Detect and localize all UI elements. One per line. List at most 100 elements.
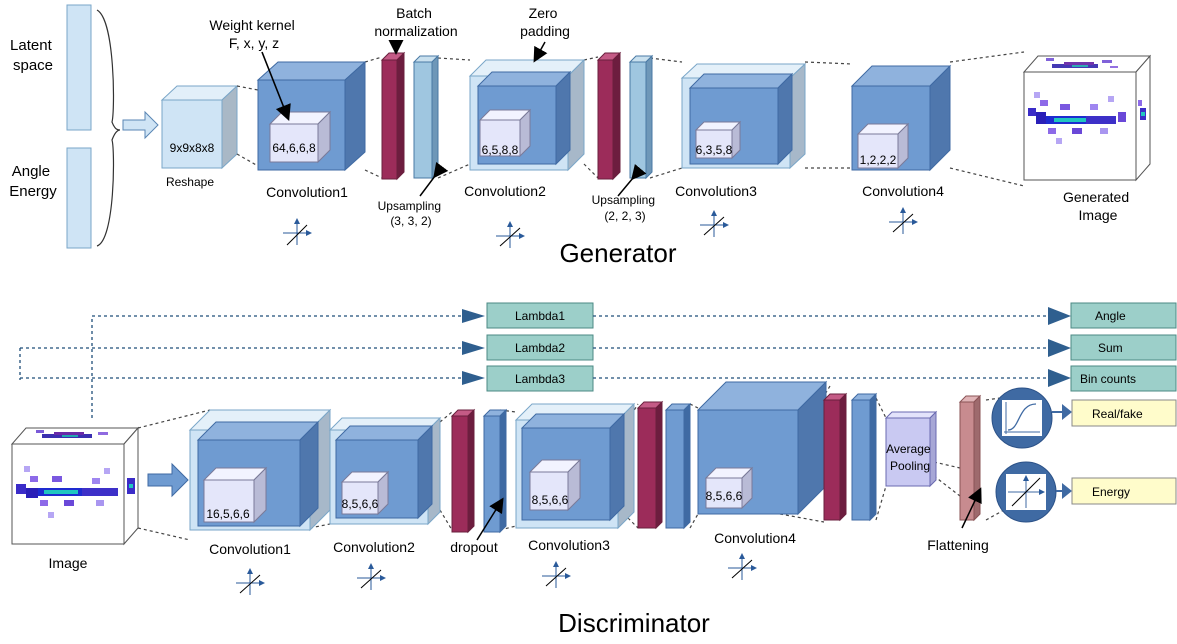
- gen-upsample-1: [412, 54, 440, 180]
- gen-conv2-label: Convolution2: [464, 183, 546, 199]
- energy-output-box: [1071, 477, 1177, 505]
- bincounts-output-label: Bin counts: [1080, 372, 1136, 386]
- disc-connector-5: [627, 403, 639, 529]
- batch-norm-label: Batch normalization: [374, 5, 457, 39]
- disc-conv1-cube: 16,5,6,6: [188, 408, 332, 532]
- energy-output-label: Energy: [1092, 485, 1130, 499]
- gen-conv3-label: Convolution3: [675, 183, 757, 199]
- weight-kernel-arrow: [261, 51, 291, 121]
- gen-axis-icon-2: [496, 221, 525, 248]
- disc-dropout-2: [664, 402, 692, 530]
- generator-section: Latent space Angle Energy 9x9x8x8 Reshap…: [9, 4, 1152, 268]
- sum-arrowhead: [1048, 339, 1071, 357]
- latent-space-label: Latent space: [10, 37, 56, 74]
- gen-conv4-kernel: 1,2,2,2: [860, 153, 897, 167]
- latent-space-bar: [66, 4, 92, 131]
- average-pooling-label: Average Pooling: [886, 442, 934, 473]
- disc-conv3-label: Convolution3: [528, 537, 610, 553]
- gen-batchnorm-2: [596, 51, 622, 181]
- disc-conv4-label: Convolution4: [714, 530, 796, 546]
- gen-axis-icon-3: [700, 210, 729, 237]
- angle-energy-bar: [66, 147, 92, 249]
- disc-axis-icon-1: [236, 568, 265, 595]
- upsample-2-label: Upsampling (2, 2, 3): [592, 193, 659, 223]
- lambda3-box: [486, 365, 594, 392]
- angle-energy-label: Angle Energy: [9, 163, 57, 200]
- generator-title: Generator: [559, 238, 676, 268]
- disc-axis-icon-2: [357, 563, 386, 590]
- disc-dropout-3: [850, 392, 878, 522]
- gen-connector-5: [649, 57, 683, 179]
- disc-conv3-kernel: 8,5,6,6: [532, 493, 569, 507]
- disc-connector-3: [439, 411, 453, 531]
- gen-conv4-label: Convolution4: [862, 183, 944, 199]
- reshape-arrow: [122, 110, 159, 140]
- lambda3-arrowhead: [462, 371, 485, 385]
- upsample-2-arrow: [617, 163, 647, 197]
- lambda1-arrowhead: [462, 309, 485, 323]
- disc-batchnorm-3: [822, 392, 848, 522]
- gen-conv3-kernel: 6,3,5,8: [696, 143, 733, 157]
- discriminator-title: Discriminator: [558, 608, 710, 638]
- gen-conv1-cube: 64,6,6,8: [256, 60, 367, 172]
- bincounts-output-box: [1070, 365, 1177, 392]
- disc-connector-9: [933, 461, 961, 497]
- disc-conv1-kernel: 16,5,6,6: [206, 507, 250, 521]
- gen-axis-icon-1: [283, 218, 312, 246]
- lambda1-line-in: [91, 315, 462, 418]
- disc-conv2-cube: 8,5,6,6: [328, 416, 442, 526]
- energy-arrowhead: [1062, 483, 1072, 499]
- angle-output-box: [1070, 302, 1177, 329]
- disc-axis-icon-3: [542, 561, 571, 588]
- disc-connector-1: [137, 409, 211, 541]
- lambda2-label: Lambda2: [515, 341, 565, 355]
- gen-conv1-kernel: 64,6,6,8: [272, 141, 316, 155]
- disc-axis-icon-4: [728, 553, 757, 580]
- lambda2-box: [486, 334, 594, 361]
- realfake-arrowhead: [1062, 404, 1072, 420]
- sigmoid-circle: [991, 387, 1053, 449]
- disc-conv2-label: Convolution2: [333, 539, 415, 555]
- average-pooling-box: [884, 410, 938, 488]
- disc-connector-6: [689, 403, 699, 529]
- gen-conv4-cube: 1,2,2,2: [850, 64, 952, 172]
- angle-arrowhead: [1048, 307, 1071, 325]
- dropout-label: dropout: [450, 539, 498, 555]
- disc-conv4-kernel: 8,5,6,6: [706, 489, 743, 503]
- flattening-label: Flattening: [927, 537, 988, 553]
- realfake-output-label: Real/fake: [1092, 407, 1143, 421]
- gen-connector-6: [804, 61, 853, 169]
- discriminator-section: Lambda1 Lambda2 Lambda3 Angle Sum Bin co…: [10, 302, 1177, 638]
- gen-conv1-label: Convolution1: [266, 184, 348, 200]
- lambda3-label: Lambda3: [515, 372, 565, 386]
- linear-circle: [995, 461, 1057, 523]
- realfake-output-box: [1071, 399, 1177, 427]
- disc-connector-7: [779, 385, 831, 523]
- dropout-arrow: [476, 497, 504, 541]
- generated-image-label: Generated Image: [1063, 189, 1133, 223]
- angle-output-label: Angle: [1095, 309, 1126, 323]
- gen-connector-7: [949, 51, 1025, 187]
- upsample-1-arrow: [419, 161, 449, 197]
- reshape-dims: 9x9x8x8: [170, 141, 215, 155]
- disc-dropout-layer: [482, 408, 508, 534]
- gen-conv2-cube: 6,5,8,8: [468, 58, 586, 172]
- reshape-cube: 9x9x8x8: [160, 84, 239, 170]
- gen-upsample-2: [628, 54, 654, 180]
- disc-batchnorm-2: [636, 400, 664, 530]
- gen-conv3-cube: 6,3,5,8: [680, 62, 807, 170]
- lambda2-arrowhead: [462, 341, 485, 355]
- zero-padding-arrow: [533, 41, 548, 63]
- disc-batchnorm-1: [450, 408, 476, 534]
- input-image-label: Image: [49, 555, 88, 571]
- flattening-arrow: [961, 487, 982, 529]
- gen-batchnorm-1: [380, 51, 406, 181]
- gen-axis-icon-4: [889, 207, 918, 234]
- input-image-cube: [10, 426, 140, 546]
- gen-connector-3: [437, 57, 471, 179]
- disc-conv2-kernel: 8,5,6,6: [342, 497, 379, 511]
- zero-padding-label: Zero padding: [520, 5, 570, 39]
- gen-connector-1: [236, 85, 259, 167]
- flattening-layer: [958, 394, 982, 522]
